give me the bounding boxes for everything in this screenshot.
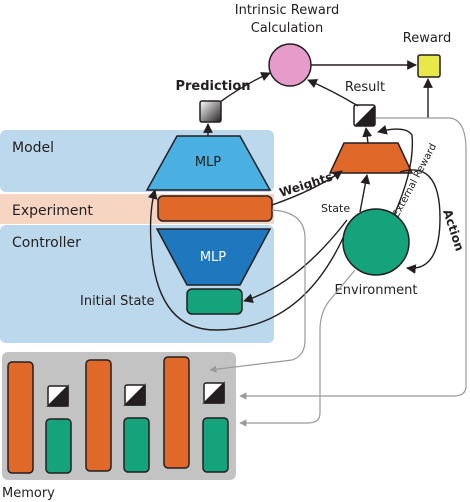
- memory-result-square: [46, 384, 69, 407]
- model-mlp: [145, 135, 272, 191]
- memory-label: Memory: [2, 486, 55, 501]
- state-label: State: [321, 202, 350, 215]
- arrow-weights: [271, 170, 343, 206]
- action-label: Action: [440, 208, 467, 253]
- result-label: Result: [345, 80, 385, 95]
- model-label: Model: [12, 140, 54, 156]
- memory-state-box: [202, 417, 229, 473]
- prediction-label: Prediction: [175, 79, 250, 94]
- arrow-env-external-reward: [377, 125, 414, 216]
- memory-result-square: [202, 381, 225, 404]
- environment-label: Environment: [334, 283, 417, 298]
- memory-experiment-bar: [163, 356, 190, 469]
- initial-state-box: [186, 288, 243, 315]
- arrow-env-to-initial-state: [243, 219, 348, 304]
- memory-experiment-bar: [7, 361, 34, 474]
- controller-mlp-label: MLP: [200, 250, 226, 265]
- controller-label: Controller: [12, 235, 81, 251]
- gray-line-environment: [239, 269, 356, 427]
- memory-state-box: [45, 418, 72, 474]
- intrinsic-reward-label: Intrinsic Reward: [235, 3, 339, 18]
- memory-experiment-bar: [85, 359, 112, 472]
- memory-result-square: [123, 383, 146, 406]
- evaluator-trapezoid: [328, 142, 414, 174]
- controller-mlp: [155, 228, 272, 286]
- arrow-result-to-intrinsic: [307, 79, 359, 107]
- reward-square: [417, 54, 441, 78]
- arrow-env-to-evaluator-state: [359, 174, 371, 213]
- result-square: [353, 104, 376, 127]
- intrinsic-reward-circle: [268, 43, 312, 87]
- experiment-bar: [157, 195, 273, 222]
- memory-items: [7, 356, 229, 474]
- memory-panel: [2, 352, 236, 480]
- arrow-evaluator-loop: [399, 169, 441, 274]
- arrow-prediction-to-intrinsic: [219, 72, 271, 103]
- memory-state-box: [123, 417, 150, 473]
- prediction-square: [199, 100, 222, 123]
- experiment-label: Experiment: [12, 203, 93, 219]
- initial-state-label: Initial State: [80, 294, 155, 309]
- arrow-evaluator-to-result: [362, 127, 373, 144]
- gray-line-experiment: [209, 209, 306, 373]
- calculation-label: Calculation: [251, 21, 324, 36]
- gray-line-result: [239, 117, 467, 400]
- reward-label: Reward: [403, 31, 451, 46]
- environment-circle: [342, 208, 410, 276]
- weights-label: Weights: [278, 170, 335, 200]
- model-mlp-label: MLP: [195, 155, 221, 170]
- arrow-env-to-model-loop: [147, 189, 344, 331]
